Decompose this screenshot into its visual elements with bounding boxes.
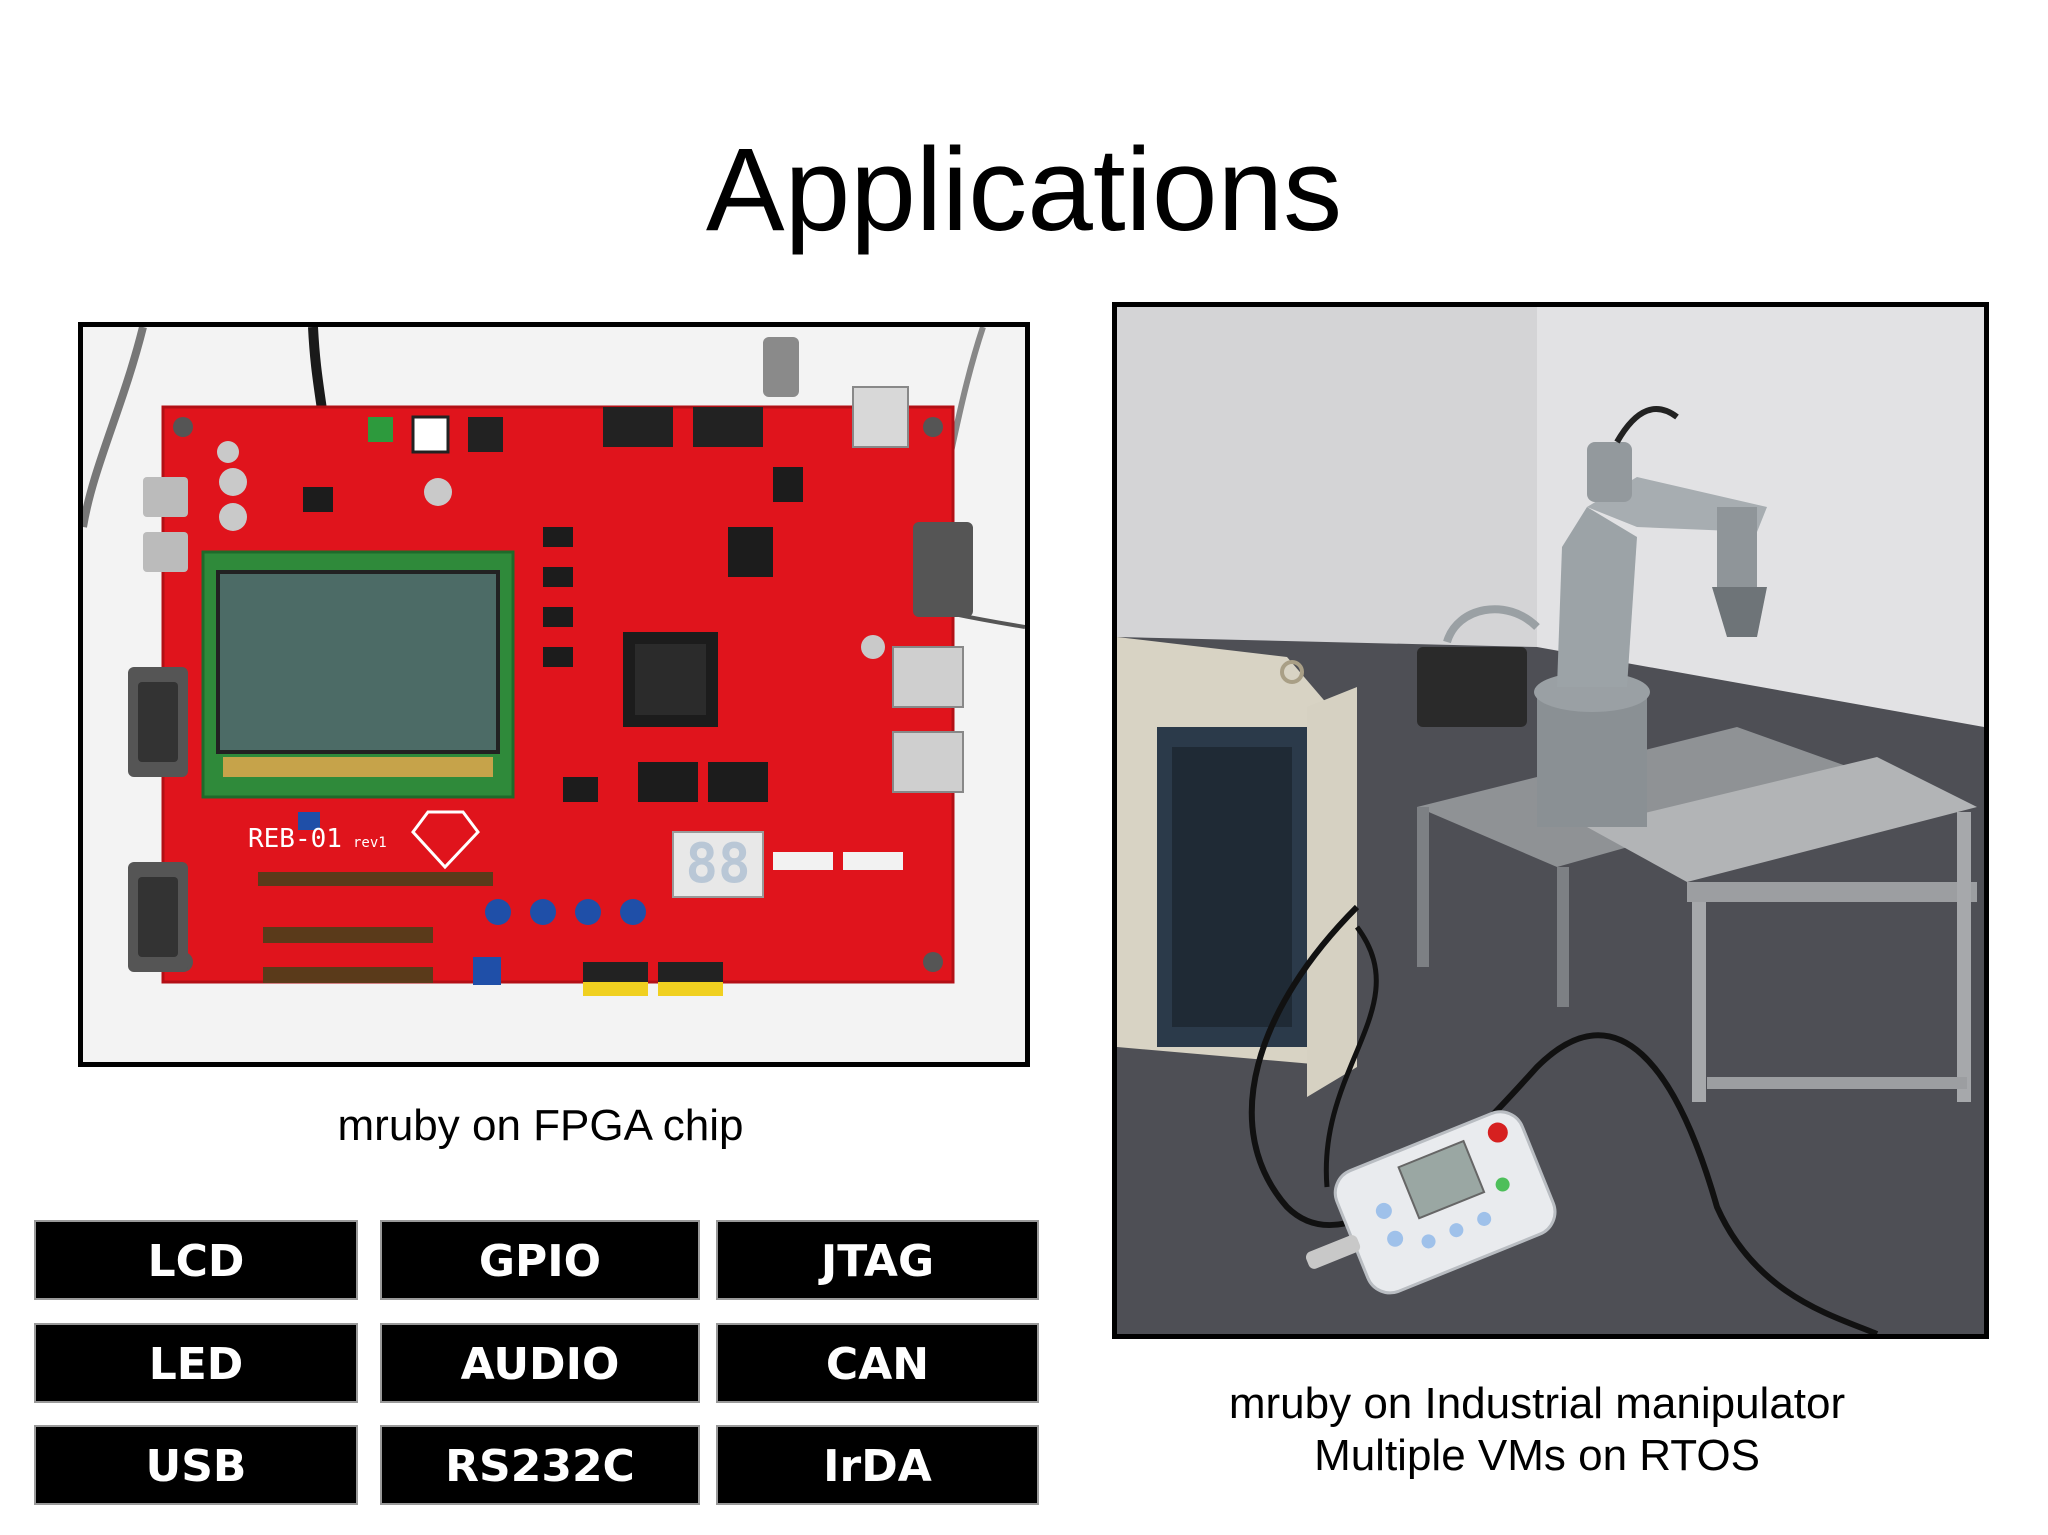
robot-caption-line-1: mruby on Industrial manipulator [1228,1379,1846,1428]
board-label: REB-01 [248,824,342,854]
interface-tag-audio: AUDIO [380,1323,700,1403]
interface-tag-led: LED [34,1323,358,1403]
fpga-caption: mruby on FPGA chip [337,1101,744,1150]
slide-title: Applications [705,124,1343,256]
interface-tag-can: CAN [716,1323,1039,1403]
robot-caption-line-2: Multiple VMs on RTOS [1314,1431,1760,1480]
fpga-board-image: 88 REB-01 rev1 [83,327,1025,1062]
industrial-manipulator-image [1117,307,1984,1334]
fpga-board-photo: 88 REB-01 rev1 [78,322,1030,1067]
interface-tag-rs232c: RS232C [380,1425,700,1505]
interface-tag-gpio: GPIO [380,1220,700,1300]
industrial-manipulator-photo [1112,302,1989,1339]
interface-tag-usb: USB [34,1425,358,1505]
interface-tag-lcd: LCD [34,1220,358,1300]
interface-tag-irda: IrDA [716,1425,1039,1505]
interface-tag-jtag: JTAG [716,1220,1039,1300]
robot-caption: mruby on Industrial manipulator Multiple… [1112,1378,1962,1482]
board-rev: rev1 [353,835,387,851]
segment-display: 88 [685,832,750,895]
